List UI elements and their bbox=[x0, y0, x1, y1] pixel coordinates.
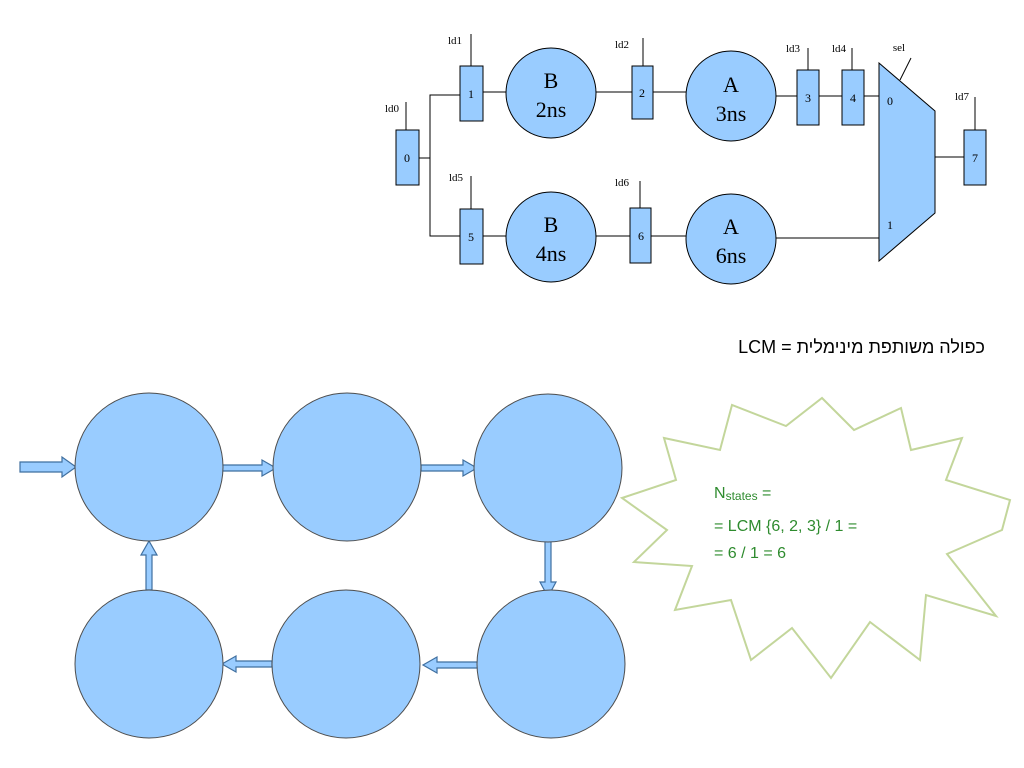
register-5: 5 ld5 bbox=[449, 172, 484, 265]
state-node-3 bbox=[473, 393, 623, 543]
load-label: ld6 bbox=[615, 177, 630, 189]
wire-r0-to-r1 bbox=[419, 94, 460, 159]
register-3: 3 ld3 bbox=[786, 43, 820, 126]
transition-arrow-4-5 bbox=[421, 655, 479, 675]
transition-arrow-1-2 bbox=[221, 458, 278, 478]
callout-n: N bbox=[714, 485, 726, 502]
mux-select-label: sel bbox=[893, 42, 905, 54]
unit-name: A bbox=[723, 72, 739, 97]
register-label: 2 bbox=[639, 86, 645, 100]
load-label: ld4 bbox=[832, 43, 847, 55]
register-4: 4 ld4 bbox=[832, 43, 865, 126]
register-label: 4 bbox=[850, 91, 856, 105]
select-line bbox=[899, 57, 912, 81]
transition-arrow-2-3 bbox=[420, 458, 479, 478]
entry-arrow bbox=[19, 455, 78, 479]
callout-equals: = bbox=[758, 485, 772, 502]
state-node-4 bbox=[476, 589, 626, 739]
register-7: 7 ld7 bbox=[955, 91, 987, 186]
load-label: ld7 bbox=[955, 91, 970, 103]
unit-b-bottom: B 4ns bbox=[505, 191, 597, 283]
multiplexer: 0 1 sel bbox=[878, 42, 936, 263]
wires bbox=[405, 34, 976, 239]
callout-line-3: = 6 / 1 = 6 bbox=[714, 545, 786, 562]
callout-line-2: = LCM {6, 2, 3} / 1 = bbox=[714, 518, 857, 535]
wire-r0-to-r5 bbox=[429, 158, 460, 237]
unit-delay: 3ns bbox=[716, 101, 747, 126]
unit-a-top: A 3ns bbox=[685, 50, 777, 142]
unit-delay: 2ns bbox=[536, 97, 567, 122]
register-6: 6 ld6 bbox=[615, 177, 652, 264]
register-label: 0 bbox=[404, 151, 410, 165]
unit-name: B bbox=[544, 212, 559, 237]
transition-arrow-5-6 bbox=[220, 654, 273, 674]
callout-subscript: states bbox=[726, 489, 758, 503]
register-label: 6 bbox=[638, 229, 644, 243]
state-node-5 bbox=[271, 589, 421, 739]
callout-line-1: Nstates = bbox=[714, 485, 771, 503]
load-label: ld1 bbox=[448, 35, 462, 47]
state-diagram bbox=[19, 392, 626, 739]
transition-arrow-3-4 bbox=[539, 540, 557, 599]
unit-name: B bbox=[544, 68, 559, 93]
register-label: 7 bbox=[972, 151, 978, 165]
mux-input-0-label: 0 bbox=[887, 94, 893, 108]
unit-name: A bbox=[723, 214, 739, 239]
load-label: ld0 bbox=[385, 103, 400, 115]
unit-b-top: B 2ns bbox=[505, 47, 597, 139]
unit-a-bottom: A 6ns bbox=[685, 193, 777, 285]
unit-delay: 6ns bbox=[716, 243, 747, 268]
mux-input-1-label: 1 bbox=[887, 218, 893, 232]
register-label: 3 bbox=[805, 91, 811, 105]
burst-shape bbox=[619, 396, 1012, 680]
load-label: ld5 bbox=[449, 172, 464, 184]
unit-delay: 4ns bbox=[536, 241, 567, 266]
load-label: ld3 bbox=[786, 43, 801, 55]
load-label: ld2 bbox=[615, 39, 629, 51]
circuit-diagram: 0 ld0 1 ld1 2 ld2 3 ld3 4 ld4 5 ld5 bbox=[385, 34, 987, 285]
register-0: 0 ld0 bbox=[385, 103, 420, 186]
state-node-1 bbox=[74, 392, 224, 542]
register-2: 2 ld2 bbox=[615, 39, 654, 120]
state-node-2 bbox=[272, 392, 422, 542]
transition-arrow-6-1 bbox=[139, 539, 159, 591]
callout-burst: Nstates = = LCM {6, 2, 3} / 1 = = 6 / 1 … bbox=[619, 396, 1012, 680]
register-label: 1 bbox=[468, 87, 474, 101]
state-node-6 bbox=[74, 589, 224, 739]
register-1: 1 ld1 bbox=[448, 35, 484, 122]
lcm-definition: LCM = כפולה משותפת מינימלית bbox=[738, 337, 985, 357]
register-label: 5 bbox=[468, 230, 474, 244]
